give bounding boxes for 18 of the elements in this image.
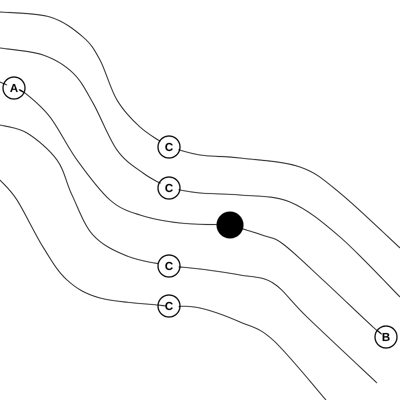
curved-line (0, 48, 161, 184)
curved-line (178, 306, 326, 400)
circled-letter: C (157, 176, 181, 200)
curved-line (240, 228, 382, 334)
dot (216, 212, 244, 238)
circled-letter: C (157, 254, 181, 278)
curved-line (178, 266, 378, 384)
curved-line (0, 12, 161, 142)
curved-line (178, 149, 400, 248)
curved-line (0, 180, 166, 306)
curved-line (18, 89, 218, 225)
circled-letter: B (374, 325, 398, 349)
curved-line (0, 82, 8, 86)
circled-letter: C (157, 135, 181, 159)
circled-letter: A (2, 76, 26, 100)
curved-line (178, 189, 400, 298)
circled-letter: C (157, 294, 181, 318)
curved-line (0, 124, 159, 264)
